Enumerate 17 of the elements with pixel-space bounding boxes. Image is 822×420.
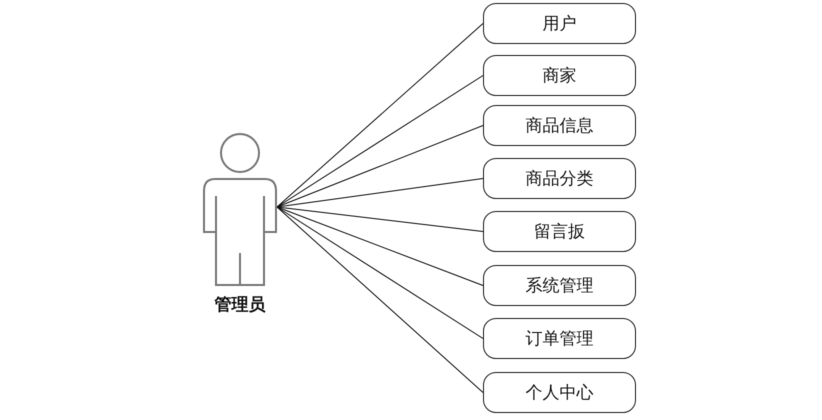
use-case-box: 系统管理 [483,265,636,306]
use-case-box: 个人中心 [483,372,636,413]
association-line [276,206,484,232]
use-case-box: 商品信息 [483,105,636,146]
use-case-box: 留言扳 [483,211,636,252]
use-case-box: 订单管理 [483,318,636,359]
association-line [276,125,484,208]
use-case-box: 商品分类 [483,158,636,199]
association-line [276,206,484,393]
association-line [276,206,484,286]
association-line [276,23,484,208]
association-line [276,178,484,208]
use-case-box: 商家 [483,55,636,96]
use-case-box: 用户 [483,3,636,44]
association-line [276,75,484,208]
association-line [276,206,484,339]
actor-label: 管理员 [214,294,266,316]
